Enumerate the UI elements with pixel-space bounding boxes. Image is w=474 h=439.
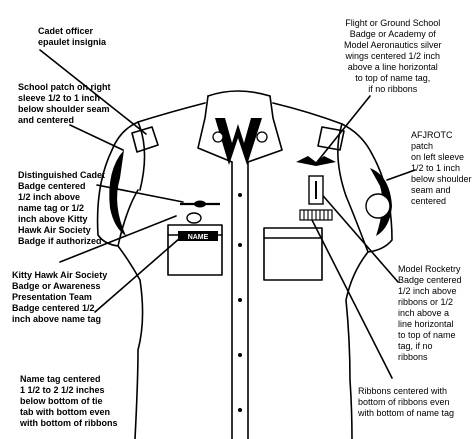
name-tag (178, 231, 218, 241)
left-pocket (167, 224, 223, 276)
label-epaulet: Cadet officer epaulet insignia (38, 26, 107, 47)
leader-afjrotc (386, 169, 416, 181)
shirt-button (238, 353, 242, 357)
label-kitty-hawk-badge: Kitty Hawk Air Society Badge or Awarenes… (12, 270, 108, 324)
leader-rocketry (317, 189, 399, 283)
leader-name-tag (94, 237, 181, 313)
kitty-hawk-badge (186, 212, 202, 224)
label-name-tag: Name tag centered 1 1/2 to 2 1/2 inches … (20, 374, 118, 428)
shirt-button (238, 298, 242, 302)
label-distinguished-badge: Distinguished Cadet Badge centered 1/2 i… (18, 170, 106, 246)
leader-flight-school (316, 95, 371, 163)
left-epaulet (131, 126, 159, 153)
left-sleeve (96, 149, 139, 247)
distinguished-cadet-badge (180, 200, 220, 208)
label-ribbons: Ribbons centered with bottom of ribbons … (358, 386, 455, 418)
name-tag-text: NAME (188, 234, 209, 241)
leader-kitty-hawk (59, 215, 177, 263)
collar (207, 90, 271, 97)
afjrotc-patch (370, 168, 392, 236)
collar-w-insignia (215, 118, 262, 165)
leader-school-patch (69, 124, 124, 151)
shirt-button (238, 243, 242, 247)
left-collar-pin (212, 131, 224, 143)
collar-right (247, 95, 283, 163)
label-flight-school: Flight or Ground School Badge or Academy… (344, 18, 442, 94)
leader-ribbons (309, 215, 393, 379)
flight-wings (296, 156, 336, 166)
label-school-patch: School patch on right sleeve 1/2 to 1 in… (18, 82, 111, 125)
right-epaulet (317, 126, 345, 151)
shirt-button (238, 193, 242, 197)
label-afjrotc-patch: AFJROTC patch on left sleeve 1/2 to 1 in… (411, 130, 472, 206)
right-collar-pin (256, 131, 268, 143)
collar-left (197, 95, 233, 163)
right-pocket (263, 227, 323, 281)
label-model-rocketry: Model Rocketry Badge centered 1/2 inch a… (398, 264, 462, 362)
leader-epaulet (39, 49, 147, 135)
left-shoulder-seam (111, 102, 206, 151)
shirt-button (238, 408, 242, 412)
school-patch (109, 150, 126, 236)
